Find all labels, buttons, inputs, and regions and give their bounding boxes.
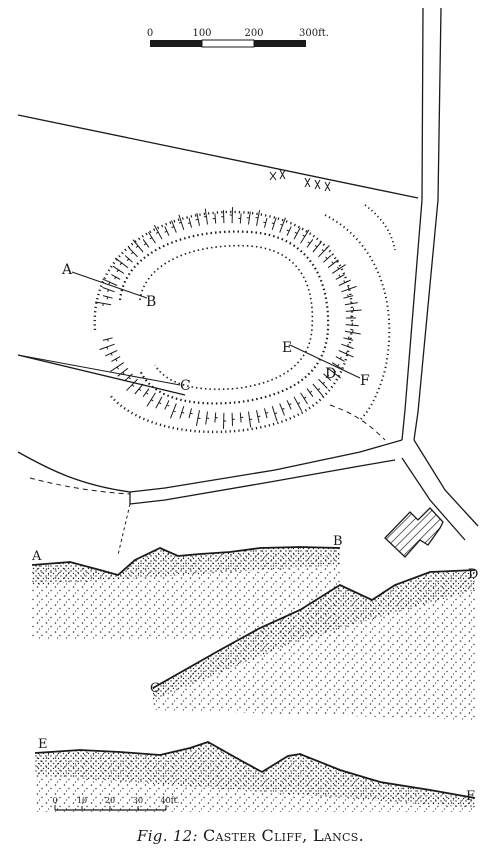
dashed-track-east [329,404,386,441]
dashed-track-west [29,477,131,495]
section-cd-label-d: D [468,567,478,582]
section-cd-profile [152,569,476,689]
section-cd-topsoil [153,570,475,700]
inner-rampart-crest [118,230,330,405]
road-south-east-edge-2 [401,457,466,541]
section-ef-profile [34,741,476,799]
plan-scale-tick-0: 0 [147,28,153,39]
section-scale-tick-40: 40ft. [161,796,180,805]
field-boundary-west [17,354,186,396]
plan-label-f: F [360,373,370,389]
plan-dashed-tracks [29,404,386,495]
plan-label-b: B [146,294,156,310]
road-north-west-edge [401,7,424,441]
plan-scale-bar: 0 100 200 300ft. [147,28,329,48]
plan-scale-tick-300: 300ft. [299,28,329,39]
section-ef-label-e: E [38,737,48,752]
plan-label-e: E [282,340,292,356]
scale-segment-2 [201,39,255,48]
section-line-ef [289,344,361,379]
inner-rampart-inner-edge [139,244,314,391]
section-scale-tick-0: 0 [52,796,57,805]
section-ab-profile [31,546,341,576]
section-scale-tick-30: 30 [133,796,143,805]
hachure-ring [95,207,362,429]
plan-scale-tick-200: 200 [244,28,263,39]
figure-title: Caster Cliff, Lancs. [202,826,364,845]
section-ef-label-f: F [466,789,475,804]
building-hatched [384,507,444,558]
hedge-marks-north [269,169,331,192]
section-scale-bar: 0 10 20 30 40ft. [52,796,180,811]
section-scale-tick-20: 20 [105,796,115,805]
section-cd: C D [150,567,478,720]
field-boundary-top [17,114,419,199]
section-ab-topsoil [32,547,340,585]
scale-segment-1 [150,40,202,47]
section-ef-topsoil [35,742,475,808]
road-north-east-edge [413,7,442,441]
plan-roads [17,7,479,541]
outer-rampart [93,210,354,434]
scale-segment-3 [254,40,306,47]
outer-eastern-bank [324,214,391,421]
plan-label-a: A [61,262,73,278]
field-boundary-south [17,451,131,493]
section-ab-label-b: B [333,534,343,549]
section-ab-label-a: A [31,549,42,564]
section-ab: A B [31,534,343,640]
earthwork-hachures [95,169,362,429]
figure-caption: Fig. 12: Caster Cliff, Lancs. [0,826,501,845]
section-cd-label-c: C [150,681,160,696]
section-line-ab [71,271,148,299]
section-ef: E F 0 10 20 30 40ft. [34,737,476,812]
plan-labels: A B C D E F [61,262,370,394]
section-connector [117,503,131,556]
plan-section-lines [17,271,361,556]
hachure-tufts [95,207,362,429]
road-west-south-edge [129,459,396,505]
road-west-north-edge [129,439,403,493]
figure-number: Fig. 12: [137,827,198,845]
road-south-east-edge-1 [413,439,479,527]
outer-eastern-bank-north [364,204,396,251]
plan-scale-tick-100: 100 [192,28,211,39]
section-ab-fill [32,547,340,640]
section-scale-tick-10: 10 [77,796,87,805]
plan-label-c: C [180,378,191,394]
earthwork-ramparts [93,204,396,434]
plan-label-d: D [325,366,336,382]
section-line-cd [17,354,181,386]
